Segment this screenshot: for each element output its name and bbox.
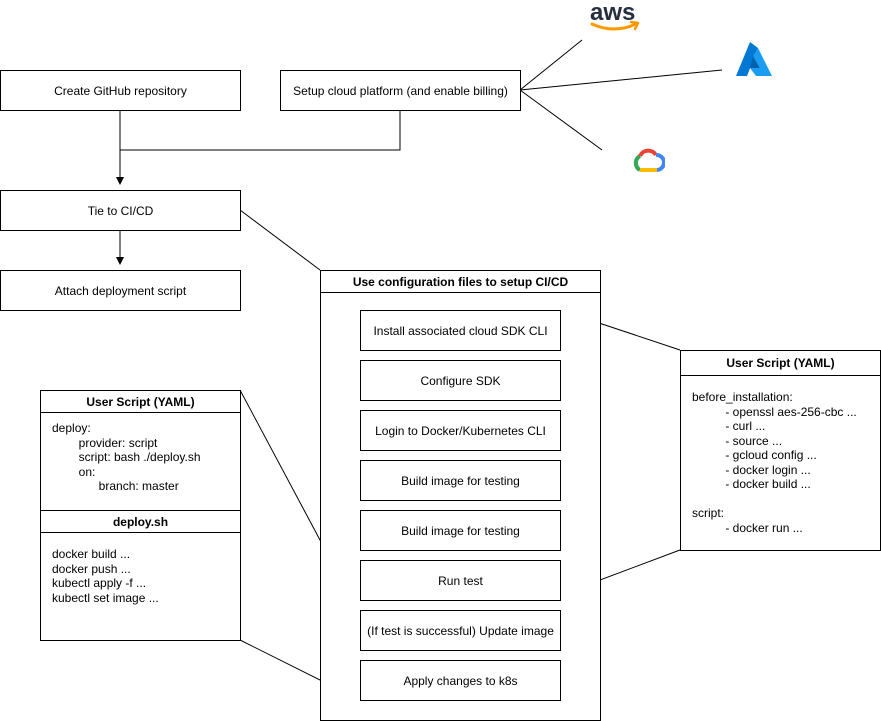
step-install-sdk: Install associated cloud SDK CLI — [360, 310, 561, 351]
aws-logo-icon: aws — [590, 0, 640, 31]
left-user-script-body: deploy: provider: script script: bash ./… — [52, 421, 201, 493]
deploy-sh-title: deploy.sh — [41, 511, 240, 533]
azure-logo-icon — [736, 42, 772, 76]
setup-cloud-node: Setup cloud platform (and enable billing… — [280, 70, 521, 111]
edge-tie-to-cicd — [239, 209, 321, 271]
aws-logo-text: aws — [590, 0, 635, 26]
cicd-config-title: Use configuration files to setup CI/CD — [321, 271, 600, 293]
deploy-sh-body: docker build ... docker push ... kubectl… — [52, 547, 159, 605]
left-user-script-title: User Script (YAML) — [41, 391, 240, 413]
attach-script-node: Attach deployment script — [0, 270, 241, 311]
edge-cloud-to-aws — [519, 39, 583, 91]
deploy-sh-panel: deploy.sh docker build ... docker push .… — [40, 510, 241, 641]
right-user-script-body: before_installation: - openssl aes-256-c… — [692, 390, 857, 535]
create-repo-node: Create GitHub repository — [0, 70, 241, 111]
edge-cloud-to-gcp — [519, 89, 603, 151]
right-user-script-title: User Script (YAML) — [681, 351, 880, 376]
left-user-script-panel: User Script (YAML) deploy: provider: scr… — [40, 390, 241, 511]
step-run-test: Run test — [360, 560, 561, 601]
right-user-script-panel: User Script (YAML) before_installation: … — [680, 350, 881, 551]
edge-cloud-to-tie — [120, 110, 401, 151]
step-apply-k8s: Apply changes to k8s — [360, 660, 561, 701]
step-login-docker: Login to Docker/Kubernetes CLI — [360, 410, 561, 451]
step-build-image-2: Build image for testing — [360, 510, 561, 551]
step-update-image: (If test is successful) Update image — [360, 610, 561, 651]
gcp-logo-icon — [633, 148, 665, 172]
step-configure-sdk: Configure SDK — [360, 360, 561, 401]
step-build-image-1: Build image for testing — [360, 460, 561, 501]
tie-cicd-node: Tie to CI/CD — [0, 190, 241, 231]
edge-cloud-to-azure — [519, 69, 723, 91]
